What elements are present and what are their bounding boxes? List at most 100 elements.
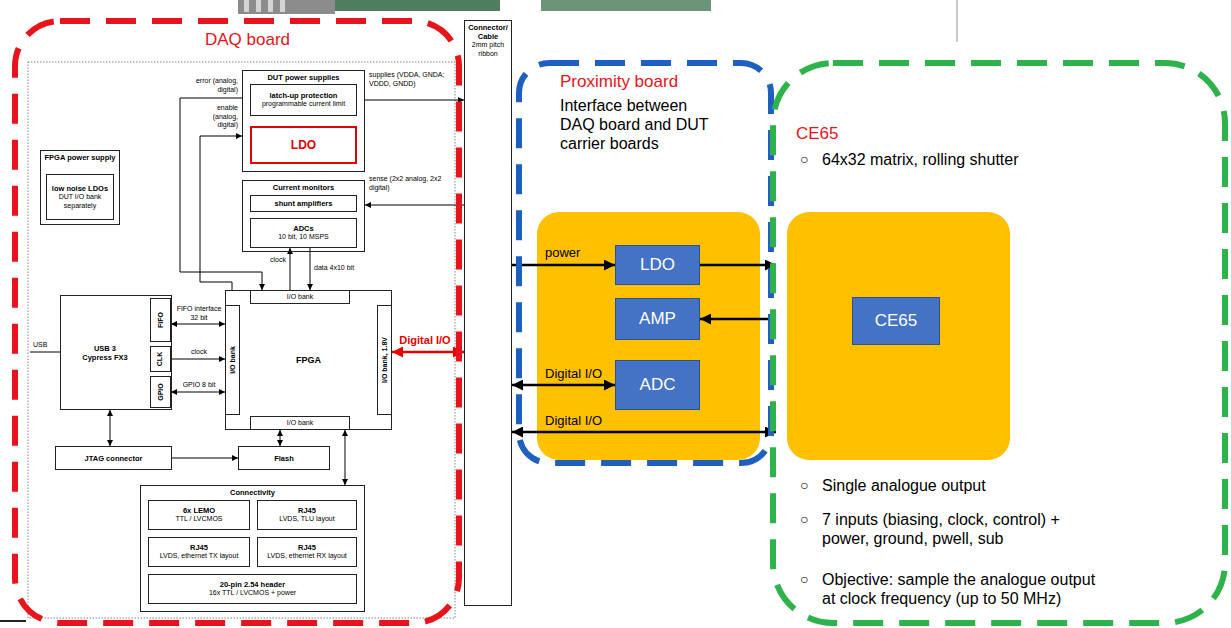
node-text: JTAG connector	[85, 454, 143, 463]
dashed-outline	[773, 63, 1225, 623]
amplifier-box: shunt amplifiers	[250, 195, 357, 212]
connector	[171, 359, 225, 360]
ldo-block: LDO	[615, 245, 700, 285]
port-box: CLK	[150, 346, 171, 372]
board-photo	[268, 0, 273, 12]
port-box: FIFO	[150, 298, 171, 342]
node-text: Proximity board	[560, 72, 760, 92]
node-text: latch-up protection	[270, 91, 338, 100]
ldo-box: low noise LDOsDUT I/O bank separately	[46, 174, 114, 220]
node-text: low noise LDOs	[52, 184, 108, 193]
node-text: RJ45	[190, 543, 208, 552]
board-photo	[280, 0, 285, 12]
connectivity-block: Connectivity6x LEMOTTL / LVCMOSRJ45LVDS,…	[140, 485, 365, 612]
connector	[110, 410, 111, 446]
node-text: 16x TTL / LVCMOS + power	[209, 589, 296, 598]
node-text: I/O bank	[229, 346, 237, 374]
node-text: FIFO	[157, 312, 165, 328]
amplifier-block: AMP	[615, 298, 700, 340]
connector	[392, 351, 464, 354]
signal-label: error (analog, digital)	[184, 77, 238, 94]
node-text: Connector/ Cable	[467, 23, 509, 41]
dashed-outline	[15, 21, 459, 623]
connector	[512, 264, 615, 267]
node-text: RJ45	[298, 543, 316, 552]
node-text: programmable current limit	[262, 100, 345, 109]
supply-block: DUT power supplieslatch-up protectionpro…	[242, 70, 365, 172]
connector	[512, 431, 776, 434]
connector	[310, 248, 311, 290]
memory-box: Flash	[238, 446, 330, 470]
schematic-frame	[28, 62, 455, 618]
connector	[171, 324, 225, 325]
node-text: I/O bank	[287, 293, 313, 302]
node-text: Objective: sample the analogue output at…	[822, 570, 1107, 608]
connector-box: 6x LEMOTTL / LVCMOS	[148, 500, 250, 530]
node-text: USB 3	[94, 344, 116, 353]
dashed-outline	[519, 63, 771, 463]
node-text: Cypress FX3	[82, 353, 127, 362]
usb-label: USB	[33, 340, 59, 349]
signal-label: data 4x10 bit	[314, 264, 364, 273]
signal-label: sense (2x2 analog, 2x2 digital)	[369, 175, 453, 192]
node-text: 20-pin 2.54 header	[220, 580, 285, 589]
signal-label: clock	[174, 348, 224, 357]
connector-box: RJ45LVDS, TLU layout	[257, 500, 357, 530]
signal-label: FIFO interface 32 bit	[174, 305, 224, 322]
board-photo	[335, 0, 500, 11]
footer-line	[0, 620, 26, 622]
connector	[365, 100, 464, 101]
node-text: CE65	[796, 124, 996, 144]
frame-line	[956, 0, 958, 42]
bullet: ○	[800, 570, 818, 589]
usb-wire	[30, 352, 60, 353]
node-text: DUT I/O bank separately	[49, 193, 111, 210]
bullet: ○	[800, 150, 818, 169]
monitor-block: Current monitorsshunt amplifiersADCs10 b…	[242, 180, 365, 252]
chip-region: CE65 64x32 matrix, rolling shutterSingle …	[770, 60, 1228, 626]
node-text: Flash	[274, 454, 294, 463]
node-text: DAQ board	[205, 30, 355, 50]
connector	[171, 392, 225, 393]
node-text: LDO	[640, 255, 675, 275]
connector-box: 20-pin 2.54 header16x TTL / LVCMOS + pow…	[148, 574, 357, 604]
usb-chip: USB 3Cypress FX3 FIFO CLK GPIO	[60, 295, 172, 410]
signal-label: Digital I/O	[545, 413, 610, 428]
connector	[345, 430, 346, 485]
connector	[700, 318, 776, 321]
node-text: I/O bank, 1.8V	[381, 337, 389, 383]
io-bank: I/O bank	[225, 305, 240, 415]
node-text: Connectivity	[230, 488, 275, 497]
node-text: 64x32 matrix, rolling shutter	[822, 150, 1202, 169]
chip-block: CE65	[852, 297, 940, 345]
fpga-chip: FPGAI/O bankI/O bankI/O bank, 1.8VI/O ba…	[225, 290, 392, 430]
node-text: 2mm pitch ribbon	[467, 41, 509, 58]
cable-box: Connector/ Cable2mm pitch ribbon	[464, 20, 512, 606]
node-text: FPGA	[296, 355, 321, 366]
carrier-board	[537, 212, 760, 460]
node-text: CLK	[156, 352, 164, 366]
port-box: GPIO	[150, 376, 171, 408]
connector	[700, 264, 776, 267]
carrier-board	[787, 212, 1010, 460]
signal-label: Digital I/O	[396, 334, 454, 347]
signal-label: enable (analog, digital)	[203, 104, 238, 130]
node-text: RJ45	[298, 506, 316, 515]
signal-label: GPIO 8 bit	[174, 381, 224, 390]
node-text: Single analogue output	[822, 476, 1202, 495]
io-bank: I/O bank, 1.8V	[377, 305, 392, 415]
board-photo	[244, 0, 249, 12]
node-text: LDO	[291, 138, 316, 152]
node-text: LVDS, ethernet TX layout	[160, 552, 239, 561]
node-text: Interface between DAQ board and DUT carr…	[560, 96, 725, 153]
io-bank: I/O bank	[250, 290, 350, 304]
connector	[200, 136, 242, 290]
ldo-box: LDO	[250, 126, 357, 164]
node-text: GPIO	[157, 383, 165, 401]
node-text: 6x LEMO	[183, 506, 215, 515]
supply-block: FPGA power supplylow noise LDOsDUT I/O b…	[40, 150, 120, 225]
node-text: I/O bank	[287, 419, 313, 428]
io-bank: I/O bank	[250, 416, 350, 430]
connector-box: RJ45LVDS, ethernet TX layout	[148, 537, 250, 567]
signal-label: power	[545, 245, 605, 260]
